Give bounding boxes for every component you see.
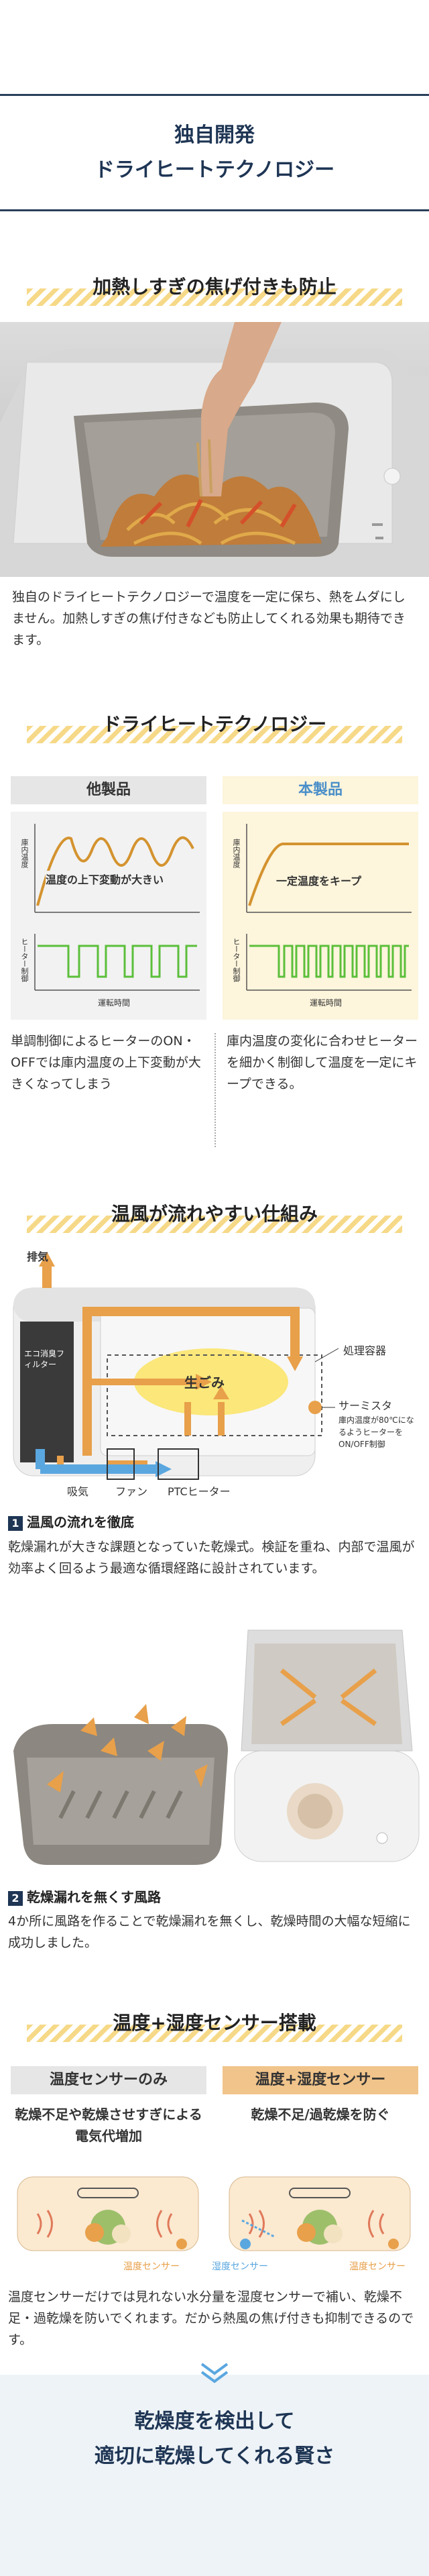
sec2-right-chart [246, 824, 412, 991]
sec4-left-head: 温度センサーのみ [11, 2066, 206, 2094]
right-temp-sensor-label: 温度センサー [349, 2261, 406, 2272]
label-fan: ファン [115, 1485, 148, 1498]
left-y-label: 庫内温度 [20, 839, 29, 868]
sec3-airflow-diagram: 排気 エコ消臭フィルター 生ごみ 処理容器 サーミスタ 庫内温度が80℃になるよ… [0, 1248, 429, 1503]
sec2-right-head: 本製品 [223, 776, 418, 804]
point2-badge: 2 [8, 1890, 23, 1906]
right-y-label: 庫内温度 [232, 839, 241, 868]
label-container: 処理容器 [343, 1344, 387, 1357]
sec2-left-head: 他製品 [11, 776, 206, 804]
sec1-title: 加熱しすぎの焦げ付きも防止 [93, 276, 336, 298]
left-x-label: 運転時間 [98, 998, 131, 1008]
sec1-photo-illustration [0, 322, 429, 577]
left-chart-caption: 温度の上下変動が大きい [46, 871, 164, 887]
sec4-title-stripe [27, 2025, 402, 2042]
label-heater: PTCヒーター [168, 1485, 231, 1498]
label-filter: エコ消臭フィルター [24, 1349, 65, 1369]
header-line1: 独自開発 [174, 123, 255, 147]
chevron-down-icon [200, 2363, 229, 2383]
sec3-airway-photos [0, 1617, 429, 1878]
sec4-right-text: 乾燥不足/過乾燥を防ぐ [251, 2106, 390, 2123]
right-heater-signal [249, 945, 409, 978]
sec2-title-stripe [27, 726, 402, 743]
right-heater-label: ヒーター制御 [232, 938, 241, 982]
header-line2: ドライヒートテクノロジー [94, 158, 335, 182]
sensor-illustration [17, 2176, 411, 2251]
humidity-sensor-label: 湿度センサー [212, 2261, 268, 2272]
airflow-illustration [13, 1252, 339, 1480]
sec2-right-body: 庫内温度の変化に合わせヒーターを細かく制御して温度を一定にキープできる。 [227, 1034, 418, 1091]
point2-body: 4か所に風路を作ることで乾燥漏れを無くし、乾燥時間の大幅な短縮に成功しました。 [8, 1914, 411, 1950]
airway-illustration [13, 1629, 420, 1865]
left-temp-curve [36, 836, 194, 906]
label-exhaust: 排気 [27, 1250, 49, 1263]
sec1-product-photo [0, 322, 429, 577]
sec2-left-chart [34, 824, 200, 991]
footer-line2: 適切に乾燥してくれる賢さ [94, 2445, 335, 2468]
sec1-title-stripe [27, 288, 402, 306]
sec2-left-body: 単調制御によるヒーターのON・OFFでは庫内温度の上下変動が大きくなってしまう [11, 1034, 201, 1091]
sec2-divider [214, 1033, 216, 1147]
sec4-right-head: 温度+湿度センサー [223, 2066, 418, 2094]
point2-title: 乾燥漏れを無くす風路 [27, 1889, 161, 1905]
label-thermistor-note: 庫内温度が80℃になるようヒーターをON/OFF制御 [339, 1415, 414, 1449]
sec1-body: 独自のドライヒートテクノロジーで温度を一定に保ち、熱をムダにしません。加熱しすぎ… [12, 590, 406, 647]
sec4-left-text: 乾燥不足や乾燥させすぎによる電気代増加 [15, 2106, 202, 2144]
left-heater-signal [38, 945, 197, 978]
sec4-sensor-diagram: 温度センサー 湿度センサー 温度センサー [11, 2174, 418, 2274]
sec4-body: 温度センサーだけでは見れない水分量を湿度センサーで補い、乾燥不足・過乾燥を防いで… [8, 2290, 414, 2347]
point1-body: 乾燥漏れが大きな課題となっていた乾燥式。検証を重ね、内部で温風が効率よく回るよう… [8, 1540, 415, 1576]
left-heater-label: ヒーター制御 [20, 938, 29, 982]
sec2-title: ドライヒートテクノロジー [102, 713, 327, 735]
sec3-title: 温風が流れやすい仕組み [111, 1203, 318, 1225]
right-x-label: 運転時間 [310, 998, 343, 1008]
header-bottom-rule [0, 209, 429, 211]
label-garbage: 生ごみ [184, 1375, 225, 1391]
sec4-title: 温度+湿度センサー搭載 [113, 2012, 316, 2034]
right-chart-caption: 一定温度をキープ [276, 872, 362, 888]
point1-title: 温風の流れを徹底 [27, 1514, 134, 1530]
point1-badge: 1 [8, 1515, 23, 1531]
footer-line1: 乾燥度を検出して [134, 2410, 295, 2433]
label-thermistor: サーミスタ [339, 1399, 393, 1412]
sec3-title-stripe [27, 1216, 402, 1233]
label-intake: 吸気 [67, 1485, 89, 1498]
sec2-left-chart-panel: 温度の上下変動が大きい 庫内温度 ヒーター制御 運転時間 [11, 812, 206, 1020]
footer-band [0, 2375, 429, 2576]
header-top-rule [0, 94, 429, 96]
right-temp-curve [248, 843, 409, 906]
sec2-right-chart-panel: 一定温度をキープ 庫内温度 ヒーター制御 運転時間 [223, 812, 418, 1020]
left-temp-sensor-label: 温度センサー [123, 2261, 180, 2272]
